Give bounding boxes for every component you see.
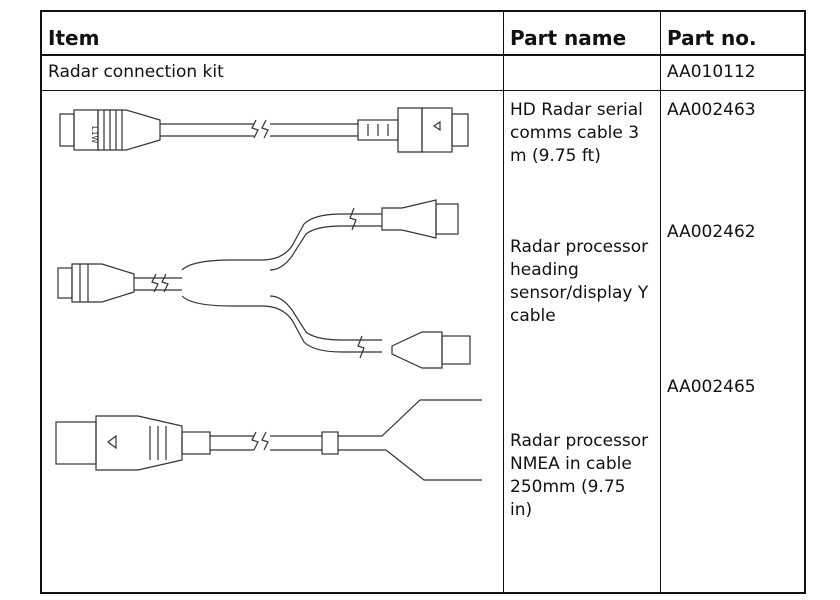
serial-cable-drawing: L1W [59,107,469,153]
y-cable-name: Radar processor heading sensor/display Y… [510,237,649,326]
table-right-border [804,10,806,594]
y-cable-drawing [57,199,471,369]
parts-table: Item Part name Part no. Radar connection… [40,10,806,594]
header-part-name: Part name [510,26,627,50]
kit-part-no-cell: AA010112 [667,62,756,82]
table-left-border [40,10,42,594]
y-cable-part-no: AA002462 [667,222,756,242]
header-part-no: Part no. [667,26,757,50]
header-item: Item [48,26,100,50]
header-divider [40,54,806,56]
table-bottom-border [40,592,806,594]
cable-diagrams: L1W [55,107,482,481]
nmea-cable-drawing [55,399,482,481]
table-top-border [40,10,806,12]
column-divider-1 [503,10,504,594]
connector-mark: L1W [90,126,99,144]
kit-item-cell: Radar connection kit [48,62,224,82]
column-divider-2 [660,10,661,594]
nmea-cable-part-no: AA002465 [667,377,756,397]
serial-cable-name: HD Radar serial comms cable 3 m (9.75 ft… [510,100,643,166]
serial-cable-part-no: AA002463 [667,100,756,120]
row-divider [40,90,806,91]
nmea-cable-name: Radar processor NMEA in cable 250mm (9.7… [510,431,649,520]
